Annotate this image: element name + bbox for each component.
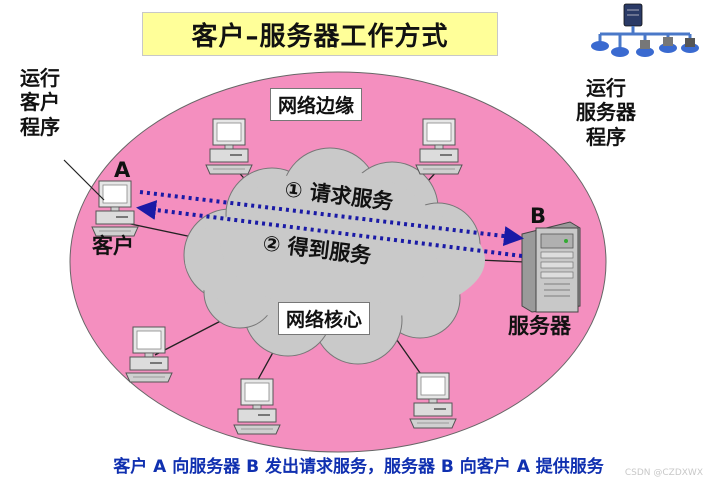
response-arrow [136,200,523,258]
node-a-label: A [114,158,131,182]
node-b-label: B [530,204,547,228]
watermark: CSDN @CZDXWX [624,468,703,478]
client-program-label: 运行 客户 程序 [20,66,60,139]
request-arrow [139,190,524,247]
network-edge-label: 网络边缘 [270,88,363,121]
network-core-label: 网络核心 [278,302,371,335]
server-program-label: 运行 服务器 程序 [576,76,636,149]
caption: 客户 A 向服务器 B 发出请求服务，服务器 B 向客户 A 提供服务 [113,457,604,477]
network-logo-icon [591,3,699,57]
page-title: 客户–服务器工作方式 [142,12,498,56]
server-icon [521,221,581,313]
client-label: 客户 [92,234,134,258]
server-label: 服务器 [508,314,571,338]
